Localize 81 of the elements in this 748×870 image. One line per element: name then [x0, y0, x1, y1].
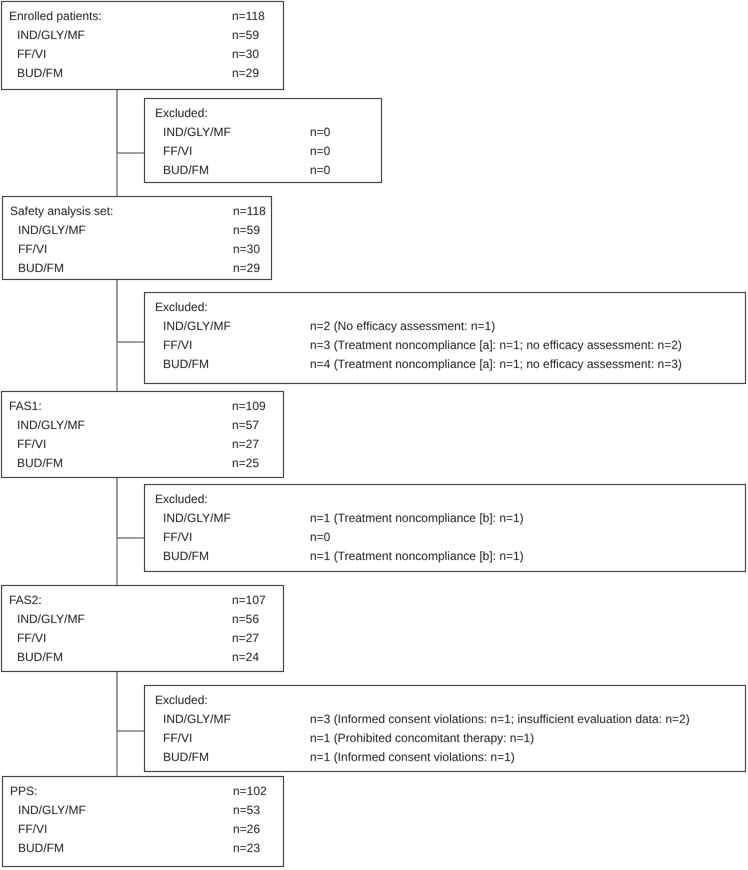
- count-value: n=29: [233, 260, 260, 277]
- connector-line: [116, 90, 118, 196]
- arm-label: IND/GLY/MF: [18, 222, 86, 239]
- exclusion-count: n=0: [310, 124, 330, 141]
- arm-label: IND/GLY/MF: [163, 711, 231, 728]
- connector-line: [116, 672, 118, 776]
- count-value: n=53: [233, 802, 260, 819]
- arm-label: FF/VI: [163, 337, 192, 354]
- exclusion-count: n=1 (Treatment noncompliance [b]: n=1): [310, 548, 524, 565]
- arm-label: FF/VI: [18, 821, 48, 838]
- arm-label: FF/VI: [17, 46, 46, 63]
- exclusion-count: n=0: [310, 529, 330, 546]
- count-value: n=30: [233, 241, 260, 258]
- arm-label: FF/VI: [163, 143, 192, 160]
- arm-label: IND/GLY/MF: [163, 124, 231, 141]
- arm-label: IND/GLY/MF: [163, 318, 231, 335]
- arm-label: IND/GLY/MF: [17, 27, 85, 44]
- flow-box: [1, 391, 284, 478]
- box-heading: Excluded:: [155, 105, 208, 122]
- count-value: n=24: [232, 649, 260, 666]
- count-value: n=25: [232, 455, 260, 472]
- total-count: n=107: [232, 592, 266, 609]
- arm-label: BUD/FM: [18, 260, 64, 277]
- arm-label: FF/VI: [163, 730, 192, 747]
- exclusion-count: n=0: [310, 143, 330, 160]
- exclusion-count: n=4 (Treatment noncompliance [a]: n=1; no efficacy assessment: n=3): [310, 356, 682, 373]
- box-heading: Safety analysis set:: [10, 203, 114, 220]
- exclusion-count: n=2 (No efficacy assessment: n=1): [310, 318, 496, 335]
- count-value: n=59: [233, 222, 260, 239]
- box-heading: Excluded:: [155, 491, 208, 508]
- total-count: n=102: [233, 783, 267, 800]
- total-count: n=109: [232, 398, 266, 415]
- exclusion-count: n=3 (Informed consent violations: n=1; insufficient evaluation data: n=2): [310, 711, 690, 728]
- flow-box: [2, 776, 284, 867]
- exclusion-box: [144, 98, 382, 183]
- arm-label: IND/GLY/MF: [17, 611, 85, 628]
- arm-label: FF/VI: [163, 529, 192, 546]
- arm-label: BUD/FM: [163, 356, 209, 373]
- arm-label: BUD/FM: [17, 455, 63, 472]
- count-value: n=59: [232, 27, 260, 44]
- box-heading: Enrolled patients:: [9, 8, 102, 25]
- arm-label: IND/GLY/MF: [163, 510, 231, 527]
- flow-box: [2, 196, 272, 280]
- exclusion-count: n=0: [310, 162, 330, 179]
- count-value: n=27: [232, 436, 260, 453]
- count-value: n=29: [232, 65, 260, 82]
- arm-label: BUD/FM: [163, 162, 209, 179]
- flow-box: [1, 1, 284, 90]
- connector-line: [116, 280, 118, 391]
- box-heading: Excluded:: [155, 692, 208, 709]
- exclusion-count: n=3 (Treatment noncompliance [a]: n=1; no efficacy assessment: n=2): [310, 337, 682, 354]
- arm-label: FF/VI: [17, 630, 46, 647]
- count-value: n=30: [232, 46, 260, 63]
- exclusion-box: [144, 292, 746, 384]
- box-heading: FAS2:: [9, 592, 42, 609]
- box-heading: PPS:: [10, 783, 38, 800]
- count-value: n=56: [232, 611, 260, 628]
- box-heading: Excluded:: [155, 299, 208, 316]
- count-value: n=57: [232, 417, 260, 434]
- arm-label: BUD/FM: [163, 548, 209, 565]
- arm-label: IND/GLY/MF: [18, 802, 86, 819]
- exclusion-count: n=1 (Prohibited concomitant therapy: n=1): [310, 730, 534, 747]
- exclusion-box: [144, 685, 746, 772]
- total-count: n=118: [233, 203, 266, 220]
- connector-line: [116, 478, 118, 585]
- arm-label: BUD/FM: [17, 65, 63, 82]
- total-count: n=118: [232, 8, 265, 25]
- exclusion-count: n=1 (Informed consent violations: n=1): [310, 749, 515, 766]
- arm-label: BUD/FM: [17, 649, 63, 666]
- arm-label: FF/VI: [17, 436, 46, 453]
- arm-label: IND/GLY/MF: [17, 417, 85, 434]
- count-value: n=26: [233, 821, 260, 838]
- arm-label: BUD/FM: [18, 840, 64, 857]
- arm-label: FF/VI: [18, 241, 48, 258]
- exclusion-count: n=1 (Treatment noncompliance [b]: n=1): [310, 510, 524, 527]
- box-heading: FAS1:: [9, 398, 42, 415]
- flow-box: [1, 585, 284, 672]
- count-value: n=27: [232, 630, 260, 647]
- arm-label: BUD/FM: [163, 749, 209, 766]
- count-value: n=23: [233, 840, 260, 857]
- exclusion-box: [144, 484, 746, 572]
